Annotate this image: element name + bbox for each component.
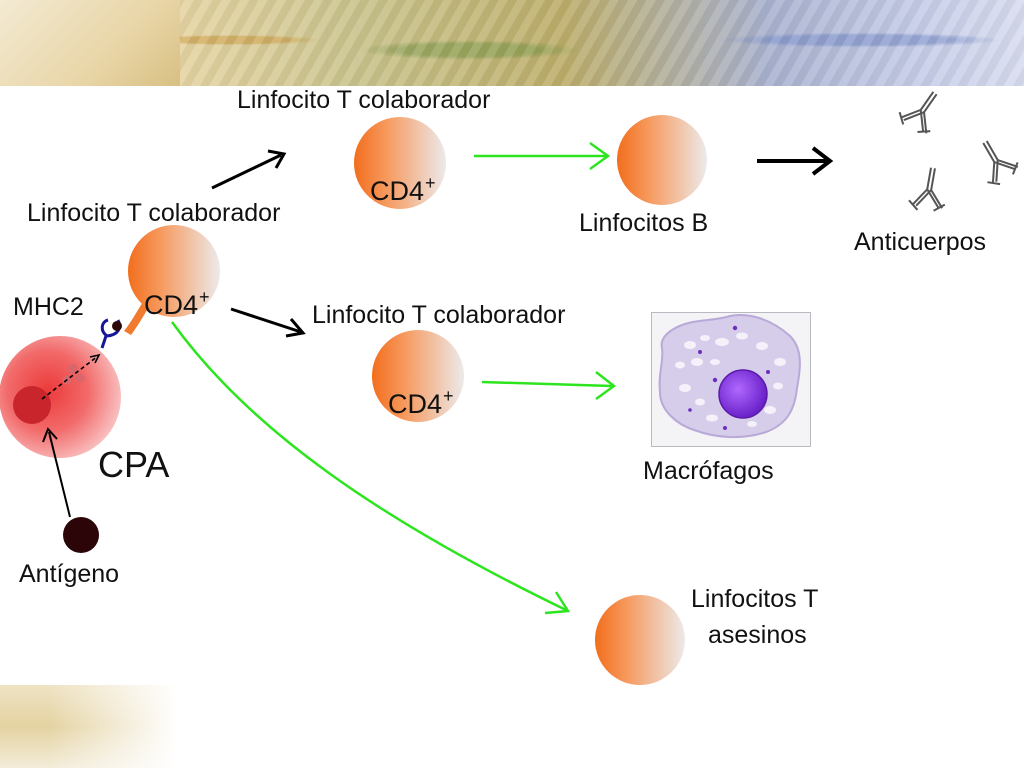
- label-macrophages: Macrófagos: [643, 457, 774, 485]
- label-antibodies: Anticuerpos: [854, 228, 987, 256]
- label-killer-t-cells: Linfocitos T asesinos: [691, 581, 818, 653]
- macrophage-nucleus: [718, 369, 768, 419]
- cd4-text: CD4: [144, 290, 199, 320]
- macrophage-illustration: [658, 314, 801, 439]
- label-helper-t-left: Linfocito T colaborador: [27, 199, 281, 227]
- arrow-to-top-helper: [211, 153, 282, 190]
- helper-t-cell-left: [128, 225, 220, 317]
- antigen-fragment: [68, 364, 78, 374]
- arrow-to-middle-helper-head: [285, 318, 306, 338]
- helper-t-cell-top: [354, 117, 446, 209]
- arrow-to-macrophages-head: [595, 371, 617, 401]
- label-antigen: Antígeno: [19, 560, 120, 588]
- cd4-text: CD4: [370, 176, 425, 206]
- arrow-to-b-cells-head: [589, 141, 611, 171]
- presented-antigen: [112, 321, 122, 331]
- antibody-icon: [908, 167, 946, 212]
- antigen-entry-arrowhead: [42, 427, 58, 443]
- arrow-to-antibodies-head: [811, 146, 834, 176]
- label-cpa: CPA: [98, 444, 170, 485]
- label-cd4-top: CD4+: [370, 173, 436, 207]
- label-killer-line1: Linfocitos T: [691, 585, 819, 613]
- label-cd4-middle: CD4+: [388, 386, 454, 420]
- arrow-to-macrophages: [481, 380, 613, 388]
- cd4-superscript: +: [199, 287, 210, 307]
- processing-arrow: [41, 355, 99, 400]
- antigen-entry-arrow: [48, 431, 71, 518]
- label-helper-t-top: Linfocito T colaborador: [237, 86, 491, 114]
- header-corner-decoration: [0, 0, 180, 86]
- antigen-fragment: [75, 373, 85, 383]
- arrow-to-killer-t-cells-head: [544, 591, 571, 615]
- label-b-cells: Linfocitos B: [579, 209, 709, 237]
- cd4-text: CD4: [388, 389, 443, 419]
- helper-t-cell-middle: [372, 330, 464, 422]
- footer-fade: [48, 685, 178, 768]
- processing-arrowhead: [89, 353, 101, 364]
- mhc2-stem: [100, 335, 108, 349]
- arrow-to-killer-t-cells: [170, 321, 567, 612]
- label-helper-t-middle: Linfocito T colaborador: [312, 301, 566, 329]
- cd4-superscript: +: [425, 173, 436, 193]
- antigen: [63, 517, 99, 553]
- antibody-icon: [982, 140, 1019, 186]
- arrow-to-middle-helper: [230, 307, 302, 334]
- label-killer-line2: asesinos: [708, 621, 807, 649]
- label-mhc2: MHC2: [13, 293, 84, 321]
- arrow-to-top-helper-head: [267, 149, 287, 169]
- cpa-nucleus: [13, 386, 51, 424]
- cd4-superscript: +: [443, 386, 454, 406]
- label-cd4-left: CD4+: [144, 287, 210, 321]
- b-cell: [617, 115, 707, 205]
- cpa-cell: [0, 336, 121, 458]
- antibody-icon: [898, 91, 938, 134]
- killer-t-cell: [595, 595, 685, 685]
